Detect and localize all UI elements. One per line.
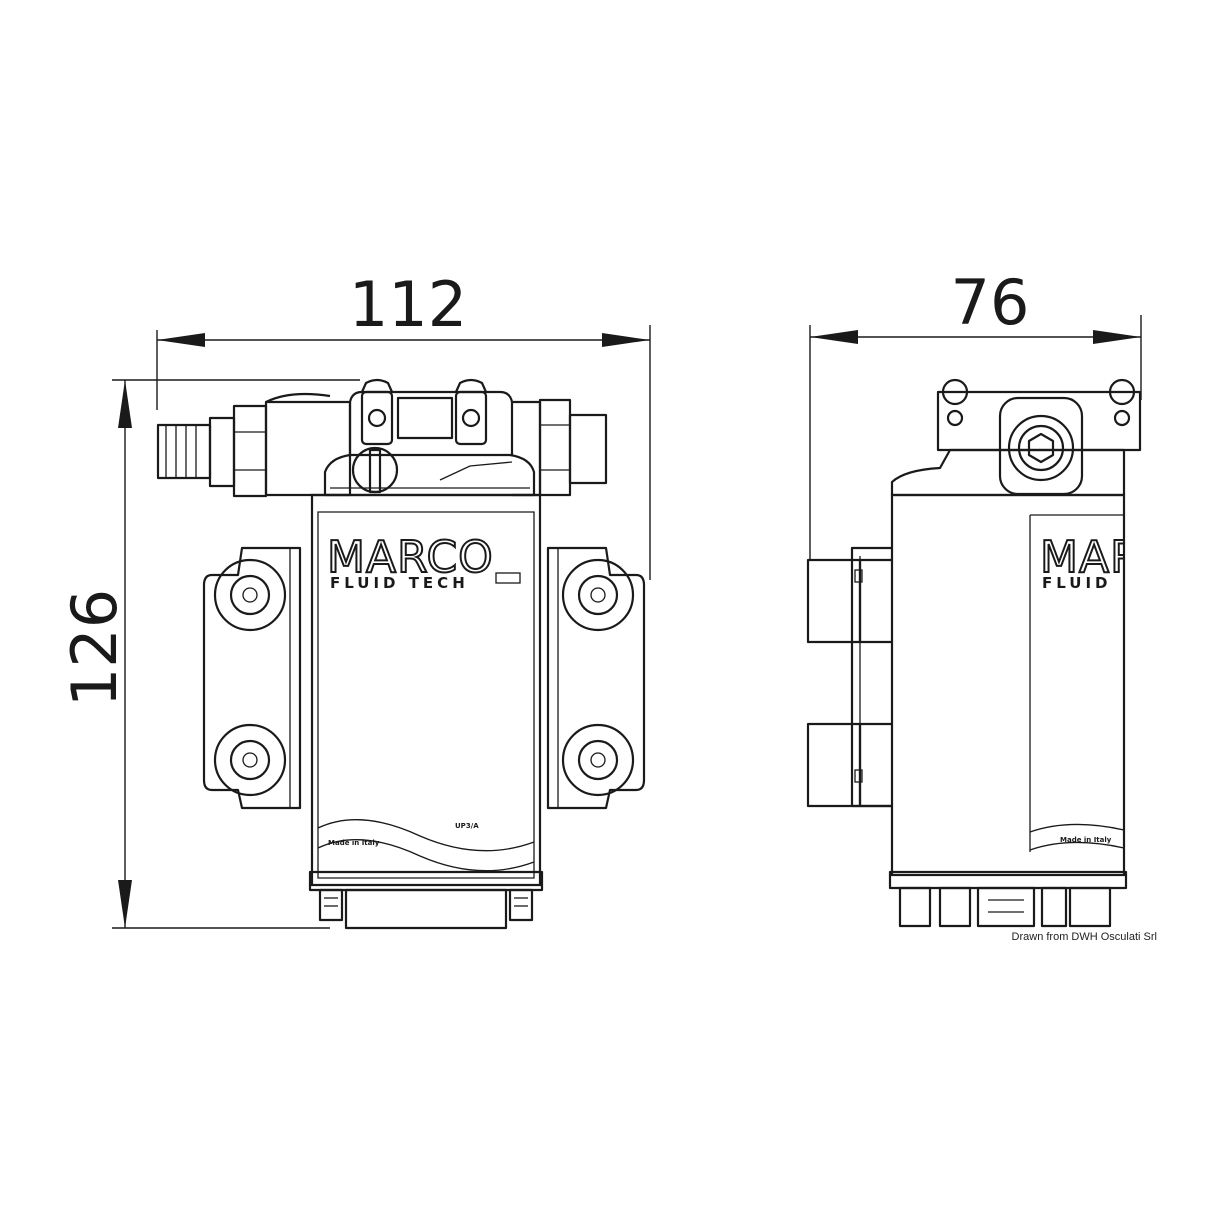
side-bottom-cap xyxy=(888,870,1128,928)
side-pump-head xyxy=(890,378,1142,497)
pump-head xyxy=(323,378,536,497)
dimension-width-76: 76 xyxy=(809,266,1142,560)
width-label-76: 76 xyxy=(951,266,1030,339)
outlet-port-right xyxy=(512,398,608,497)
side-label-made-in-italy: Made in Italy xyxy=(1060,836,1112,844)
mounting-bracket-left xyxy=(202,546,302,810)
label-made-in-italy: Made in Italy xyxy=(328,839,380,847)
dimension-height-126: 126 xyxy=(58,379,360,929)
brand-subtitle: FLUID TECH xyxy=(330,574,469,592)
height-label-126: 126 xyxy=(58,589,131,707)
motor-body: MARCO FLUID TECH Made in Italy UP3/A xyxy=(310,493,542,887)
side-brand-subtitle: FLUID xyxy=(1042,574,1111,592)
width-label-112: 112 xyxy=(349,268,467,341)
inlet-port-left xyxy=(156,392,352,498)
drawing-credit: Drawn from DWH Osculati Srl xyxy=(1012,931,1157,943)
dimension-width-112: 112 xyxy=(156,268,651,580)
side-brand-logo: MARC xyxy=(1040,532,1171,583)
model-label: UP3/A xyxy=(455,822,479,830)
bottom-cap xyxy=(308,870,544,930)
pump-front-view: MARCO FLUID TECH Made in Italy UP3/A xyxy=(156,378,646,930)
side-motor-body: MARC FLUID Made in Italy xyxy=(890,493,1171,877)
pump-side-view: MARC FLUID Made in Italy xyxy=(806,378,1171,928)
mounting-bracket-right xyxy=(546,546,646,810)
brand-logo: MARCO xyxy=(327,532,494,583)
